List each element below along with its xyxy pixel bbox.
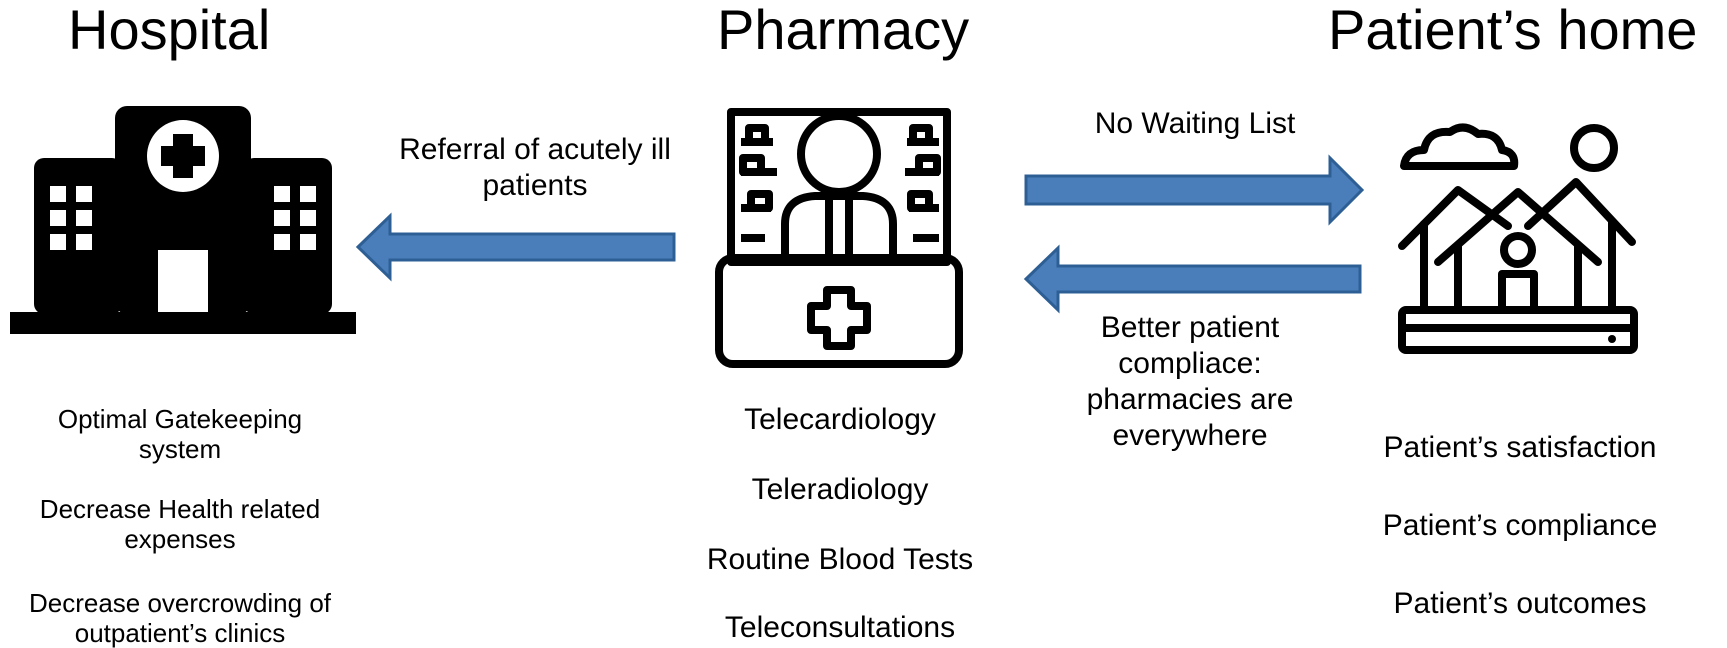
hospital-benefit: Optimal Gatekeeping system bbox=[57, 404, 303, 464]
hospital-title: Hospital bbox=[68, 0, 271, 61]
pharmacy-service: Teleconsultations bbox=[724, 611, 956, 644]
arrow-to-hospital bbox=[355, 212, 676, 282]
home-benefit: Patient’s satisfaction bbox=[1383, 431, 1657, 464]
arrow-to-home bbox=[1024, 154, 1365, 226]
pharmacy-service: Teleradiology bbox=[751, 473, 929, 506]
hospital-icon bbox=[10, 106, 356, 334]
hospital-benefit: Decrease Health related expenses bbox=[39, 494, 321, 554]
home-title: Patient’s home bbox=[1328, 0, 1698, 61]
houses-icon bbox=[1398, 123, 1638, 354]
pharmacy-title: Pharmacy bbox=[717, 0, 970, 61]
home-benefit: Patient’s outcomes bbox=[1393, 587, 1647, 620]
compliance-label: Better patient compliace: pharmacies are… bbox=[1086, 311, 1294, 452]
referral-label: Referral of acutely ill patients bbox=[399, 133, 671, 202]
pharmacy-service: Telecardiology bbox=[744, 403, 936, 436]
pharmacy-service: Routine Blood Tests bbox=[706, 543, 974, 576]
hospital-benefit: Decrease overcrowding of outpatient’s cl… bbox=[28, 588, 332, 648]
pharmacist-icon bbox=[715, 108, 963, 368]
no-waiting-list-label: No Waiting List bbox=[1094, 107, 1296, 140]
home-benefit: Patient’s compliance bbox=[1382, 509, 1658, 542]
arrow-to-pharmacy bbox=[1023, 244, 1362, 314]
